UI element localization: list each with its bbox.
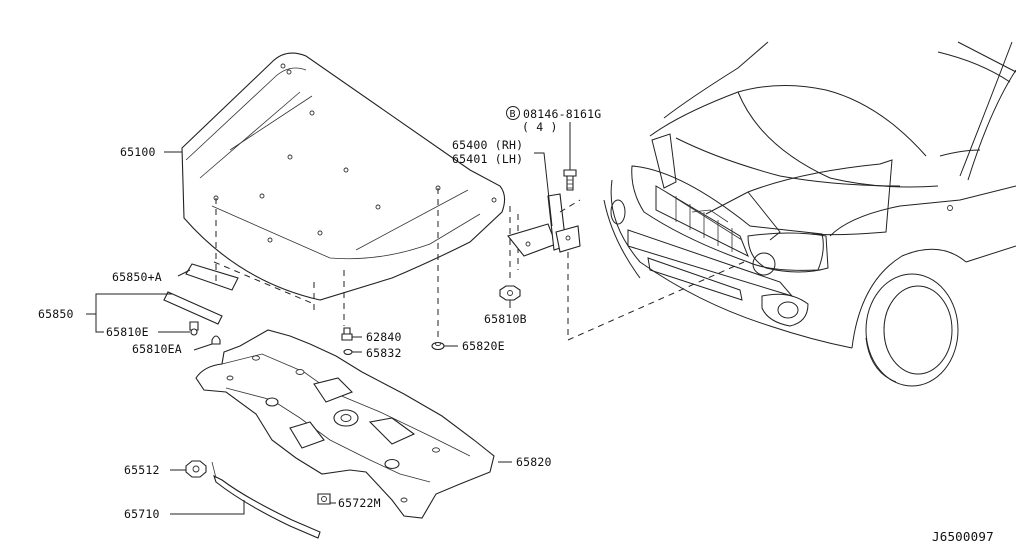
- hood-release-cable: [211, 461, 321, 539]
- hood-insulator: [195, 329, 495, 519]
- label-65100: 65100: [120, 145, 156, 159]
- label-bolt-qty: ( 4 ): [522, 120, 558, 134]
- label-65401: 65401 (LH): [452, 152, 523, 166]
- label-65710: 65710: [124, 507, 160, 521]
- vehicle-front-view: [603, 41, 1016, 387]
- label-65850-a: 65850+A: [112, 270, 162, 284]
- label-65722m: 65722M: [338, 496, 381, 510]
- label-65820: 65820: [516, 455, 552, 469]
- hood-panel: [181, 52, 506, 301]
- hood-seal-strip: [185, 263, 239, 291]
- label-62840: 62840: [366, 330, 402, 344]
- bolt-symbol-letter: B: [510, 109, 516, 120]
- leader-lines: [86, 122, 571, 515]
- part-labels: 65100 65850+A 65850 65810E 65810EA 62840…: [38, 106, 994, 544]
- label-65512: 65512: [124, 463, 160, 477]
- label-65832: 65832: [366, 346, 402, 360]
- hood-hinge: [507, 193, 745, 341]
- hinge-bolt: [563, 169, 577, 191]
- diagram-id-code: J6500097: [932, 529, 994, 544]
- cable-grommet: [317, 493, 331, 505]
- bolt-symbol-circle: [506, 106, 520, 120]
- label-65810e: 65810E: [106, 325, 149, 339]
- label-65850: 65850: [38, 307, 74, 321]
- label-65820e: 65820E: [462, 339, 505, 353]
- label-65810ea: 65810EA: [132, 342, 182, 356]
- support-rod-assembly: [163, 291, 223, 345]
- hinge-nut: [499, 285, 521, 301]
- label-65400: 65400 (RH): [452, 138, 523, 152]
- label-65810b: 65810B: [484, 312, 527, 326]
- hood-bumper-fasteners: [341, 327, 445, 356]
- insulator-clip: [185, 460, 207, 478]
- label-bolt-code: 08146-8161G: [523, 107, 601, 121]
